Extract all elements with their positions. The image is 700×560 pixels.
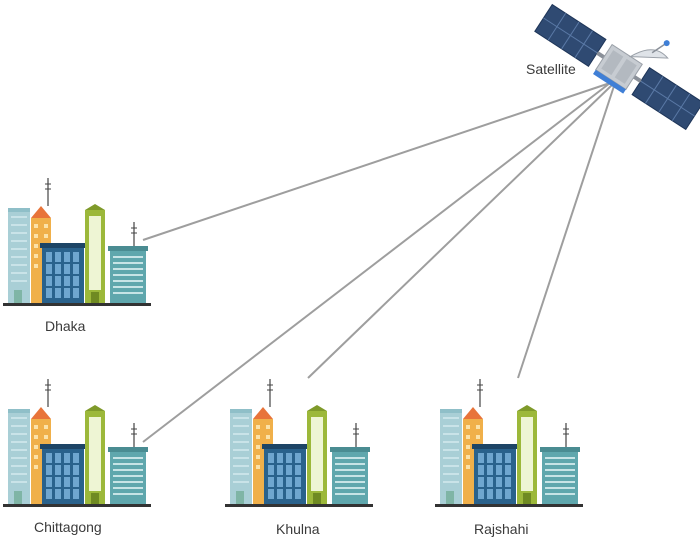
city-label-rajshahi: Rajshahi xyxy=(474,521,529,537)
link-khulna xyxy=(307,84,613,379)
link-chittagong xyxy=(142,82,611,443)
city-buildings-chittagong xyxy=(2,378,152,508)
city-label-khulna: Khulna xyxy=(276,521,320,537)
satellite-label: Satellite xyxy=(526,61,576,77)
satellite-links xyxy=(142,82,615,443)
city-buildings-rajshahi xyxy=(434,378,584,508)
city-buildings-dhaka xyxy=(2,177,152,307)
city-label-chittagong: Chittagong xyxy=(34,519,102,535)
city-label-dhaka: Dhaka xyxy=(45,318,86,334)
city-buildings-khulna xyxy=(224,378,374,508)
link-dhaka xyxy=(142,82,611,241)
link-rajshahi xyxy=(517,85,615,379)
satellite-icon xyxy=(534,3,700,131)
